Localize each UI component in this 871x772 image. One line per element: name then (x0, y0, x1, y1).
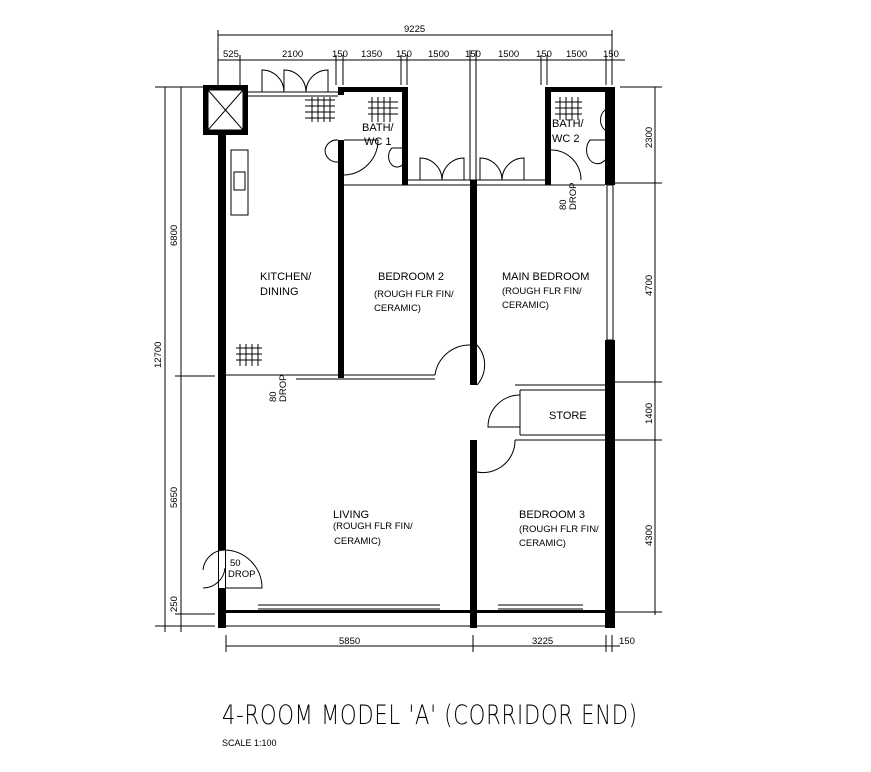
dim-right: 2300 (644, 127, 655, 148)
dim-left: 6800 (169, 225, 180, 246)
main-bedroom-finish-line2: CERAMIC) (502, 300, 549, 311)
bath2-label-line1: BATH/ (552, 118, 585, 130)
dim-top: 150 (603, 49, 619, 60)
room-label-living: LIVING (ROUGH FLR FIN/ CERAMIC) (333, 509, 413, 547)
living-finish-line1: (ROUGH FLR FIN/ (333, 521, 413, 532)
drawing-scale: SCALE 1:100 (222, 738, 277, 748)
bath2-label-line2: WC 2 (552, 133, 580, 145)
drop-label: DROP (278, 375, 289, 402)
room-label-bedroom2: BEDROOM 2 (ROUGH FLR FIN/ CERAMIC) (374, 271, 454, 314)
dim-top: 150 (536, 49, 552, 60)
main-bedroom-name: MAIN BEDROOM (502, 271, 589, 283)
drawing-title: 4-ROOM MODEL 'A' (CORRIDOR END) (222, 700, 638, 731)
kitchen-label-line2: DINING (260, 286, 299, 298)
drop-value: 80 (268, 391, 279, 402)
dim-top: 1350 (361, 49, 382, 60)
floor-traps (236, 97, 582, 366)
dim-bottom: 5850 (339, 636, 360, 647)
drop-entrance: 50 DROP (228, 558, 255, 580)
dimension-labels: 9225 525 2100 150 1350 150 1500 150 1500… (153, 24, 655, 647)
living-name: LIVING (333, 509, 369, 521)
bedroom2-name: BEDROOM 2 (378, 271, 444, 283)
drop-label: DROP (228, 569, 255, 580)
dim-top-total: 9225 (404, 24, 425, 35)
dim-left-total: 12700 (153, 342, 164, 368)
room-label-main-bedroom: MAIN BEDROOM (ROUGH FLR FIN/ CERAMIC) (502, 271, 589, 311)
living-finish-line2: CERAMIC) (334, 536, 381, 547)
dim-top: 150 (332, 49, 348, 60)
bedroom3-name: BEDROOM 3 (519, 509, 585, 521)
dim-left: 5650 (169, 487, 180, 508)
room-label-bath2: BATH/ WC 2 (552, 118, 585, 145)
dim-top: 1500 (498, 49, 519, 60)
dimension-lines (155, 30, 662, 652)
dim-bottom: 150 (619, 636, 635, 647)
dim-left: 250 (169, 596, 180, 612)
room-label-store: STORE (549, 410, 587, 422)
drop-bath2: 80 DROP (558, 183, 579, 210)
dim-top: 1500 (566, 49, 587, 60)
dim-top: 150 (465, 49, 481, 60)
bath1-label-line2: WC 1 (364, 136, 392, 148)
drop-value: 50 (230, 558, 241, 569)
bedroom2-finish-line1: (ROUGH FLR FIN/ (374, 289, 454, 300)
room-label-bedroom3: BEDROOM 3 (ROUGH FLR FIN/ CERAMIC) (519, 509, 599, 549)
dim-top: 1500 (428, 49, 449, 60)
drop-value: 80 (558, 199, 569, 210)
walls (203, 50, 615, 628)
drop-kitchen: 80 DROP (268, 375, 289, 402)
bedroom2-finish-line2: CERAMIC) (374, 303, 421, 314)
bedroom3-finish-line2: CERAMIC) (519, 538, 566, 549)
room-label-bath1: BATH/ WC 1 (362, 122, 395, 148)
drop-label: DROP (568, 183, 579, 210)
dim-top: 2100 (282, 49, 303, 60)
bath1-label-line1: BATH/ (362, 122, 395, 134)
main-bedroom-finish-line1: (ROUGH FLR FIN/ (502, 286, 582, 297)
room-label-kitchen: KITCHEN/ DINING (260, 271, 312, 298)
bedroom3-finish-line1: (ROUGH FLR FIN/ (519, 524, 599, 535)
dim-top: 150 (396, 49, 412, 60)
dim-bottom: 3225 (532, 636, 553, 647)
door-swings (202, 69, 606, 589)
kitchen-label-line1: KITCHEN/ (260, 271, 312, 283)
dim-right: 4700 (644, 275, 655, 296)
dim-right: 1400 (644, 403, 655, 424)
dim-right: 4300 (644, 525, 655, 546)
dim-top: 525 (223, 49, 239, 60)
